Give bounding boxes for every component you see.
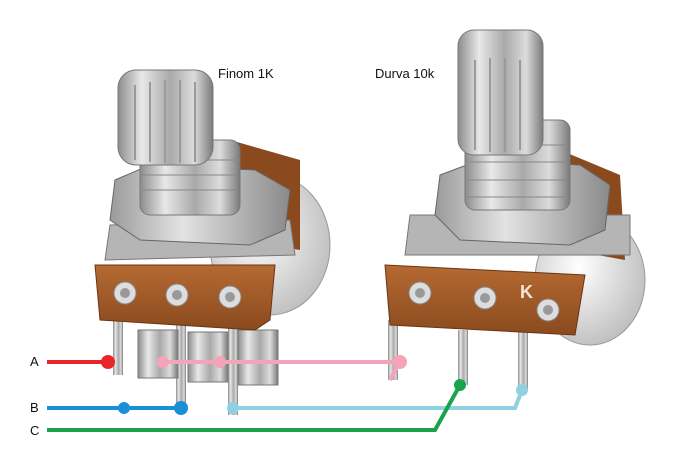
knurled-shaft [457,29,544,156]
potentiometer-coarse: K [384,29,646,390]
wire-label-a: A [30,354,39,369]
pin-tab [137,329,179,379]
knurl-lines [474,58,521,152]
pot-marking: K [520,282,533,302]
solder-dot [157,356,169,368]
solder-dot [174,401,188,415]
pin [518,330,528,390]
wire-label-c: C [30,423,40,438]
solder-dot [101,355,115,369]
label-coarse-pot: Durva 10k [375,66,435,81]
wire-label-b: B [30,400,39,415]
pin [228,320,238,415]
solder-dot [516,384,528,396]
solder-hole [120,288,130,298]
pin [388,320,398,380]
pin [113,310,123,375]
solder-hole [480,293,490,303]
pin-tab [237,329,279,386]
solder-dot [454,379,466,391]
solder-hole [543,305,553,315]
solder-dot [227,402,239,414]
pin [458,330,468,385]
solder-dot [214,356,226,368]
solder-dot [393,355,407,369]
label-fine-pot: Finom 1K [218,66,274,81]
jumper-wire-lightblue [233,389,524,410]
jumper-wire-pink [163,360,404,381]
knurl-lines [134,80,196,163]
solder-hole [172,290,182,300]
wire-c [47,384,462,432]
solder-hole [415,288,425,298]
solder-hole [225,292,235,302]
solder-dot [118,402,130,414]
